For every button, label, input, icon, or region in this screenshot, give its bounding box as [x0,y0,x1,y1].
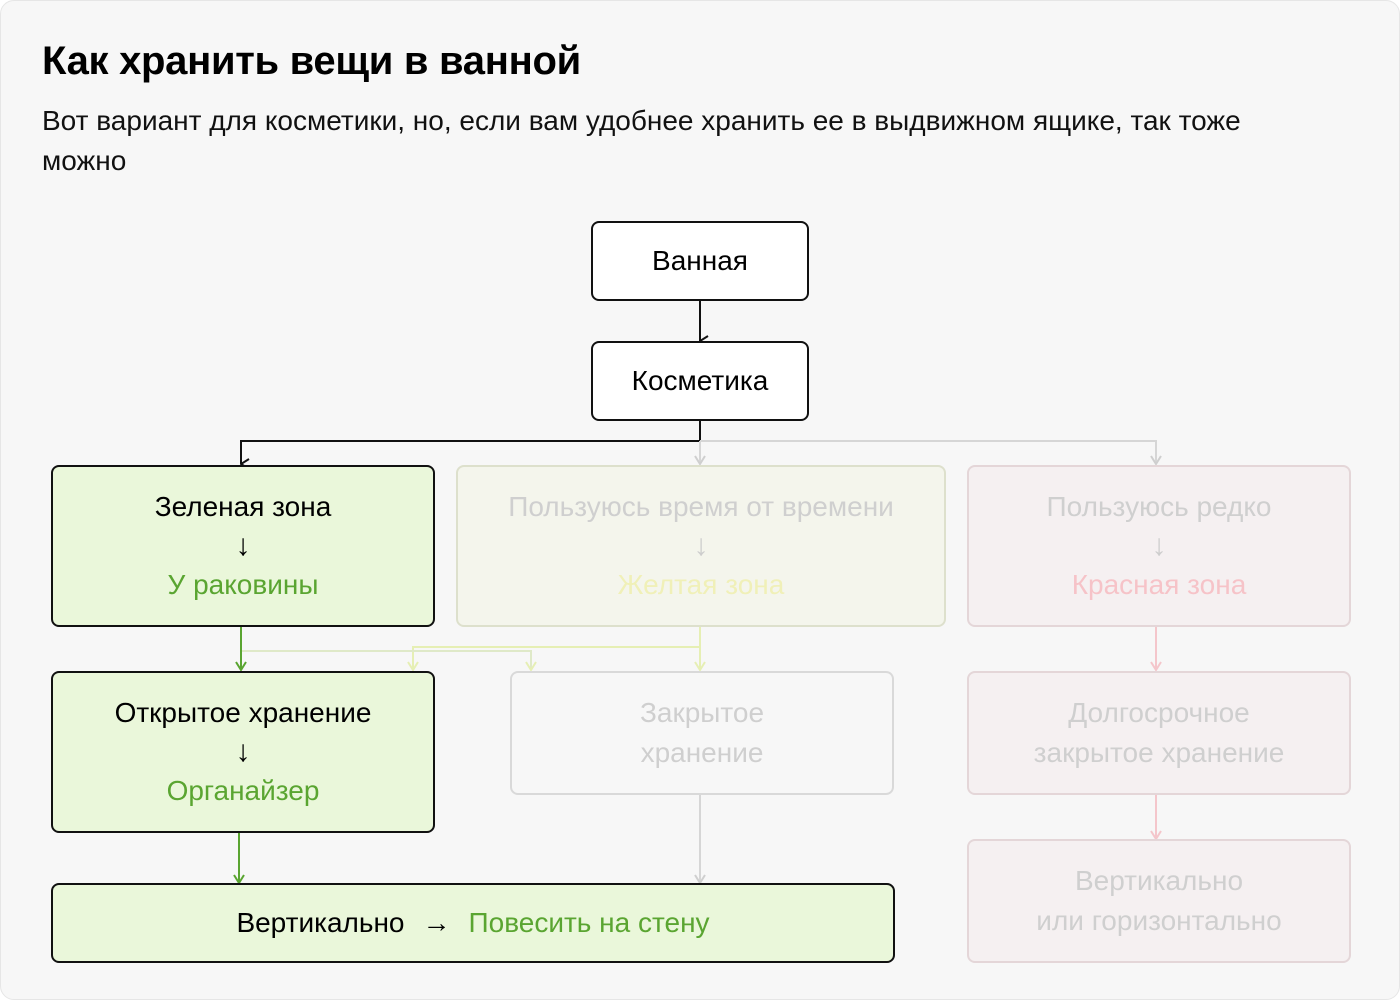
sometimes-title: Пользуюсь время от времени [508,491,894,522]
node-cosmetics: Косметика [591,341,809,421]
long-term-line2: закрытое хранение [1033,737,1285,768]
rarely-title: Пользуюсь редко [1046,491,1272,522]
vh-line2: или горизонтально [1036,905,1282,936]
down-arrow-icon: ↓ [1151,529,1167,562]
sometimes-result: Желтая зона [617,569,785,600]
vh-line1: Вертикально [1074,865,1244,896]
page-subtitle: Вот вариант для косметики, но, если вам … [42,105,1241,176]
node-closed-storage: Закрытое хранение [510,671,894,795]
down-arrow-icon: ↓ [235,529,251,562]
rarely-result: Красная зона [1071,569,1247,600]
vertical-result: Повесить на стену [468,907,710,938]
down-arrow-icon: ↓ [693,529,709,562]
node-cosmetics-label: Косметика [631,365,769,396]
long-term-line1: Долгосрочное [1068,697,1250,728]
open-storage-title: Открытое хранение [114,697,372,728]
down-arrow-icon: ↓ [235,735,251,768]
green-zone-title: Зеленая зона [154,491,332,522]
node-green-zone: Зеленая зона ↓ У раковины [51,465,435,627]
node-bath: Ванная [591,221,809,301]
node-long-term: Долгосрочное закрытое хранение [967,671,1351,795]
edge-sometimes-cross [413,626,701,670]
edge-green-closed [241,650,531,670]
node-rarely: Пользуюсь редко ↓ Красная зона [967,465,1351,627]
vertical-label: Вертикально [236,907,405,938]
node-vertical-or-horizontal: Вертикально или горизонтально [967,839,1351,963]
green-zone-result: У раковины [167,569,319,600]
node-bath-label: Ванная [652,245,748,276]
closed-storage-line2: хранение [640,737,764,768]
right-arrow-icon: → [422,907,451,938]
node-sometimes: Пользуюсь время от времени ↓ Желтая зона [456,465,946,627]
edge-cosmetics-sometimes [700,440,1156,464]
page-title: Как хранить вещи в ванной [42,39,581,83]
node-open-storage: Открытое хранение ↓ Органайзер [51,671,435,833]
open-storage-result: Органайзер [166,775,320,806]
closed-storage-line1: Закрытое [639,697,765,728]
node-vertical-hang: Вертикально → Повесить на стену [51,883,895,963]
edge-cosmetics-green [240,419,701,464]
